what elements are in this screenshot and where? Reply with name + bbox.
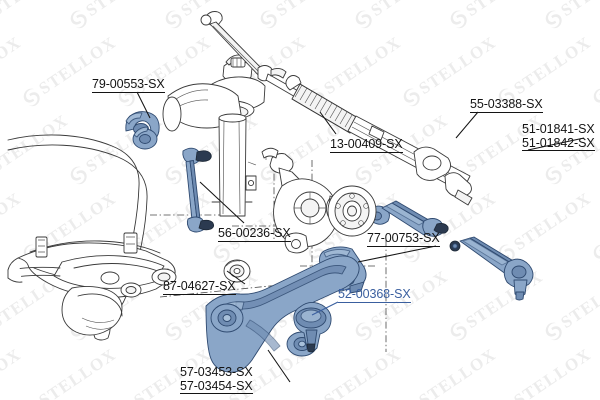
part-label-inner-tie-rod[interactable]: 55-03388-SX (470, 97, 543, 113)
stabilizer-link (182, 147, 215, 233)
part-number-text: 55-03388-SX (470, 97, 543, 111)
part-number-text: 87-04627-SX (163, 279, 236, 293)
steering-knuckle (247, 147, 345, 254)
part-number-text: 79-00553-SX (92, 77, 165, 91)
wheel-hub (325, 185, 377, 237)
part-label-engine-mounting-bracket[interactable]: 77-00753-SX (367, 231, 440, 247)
part-number-text: 56-00236-SX (218, 226, 291, 240)
part-number-text: 57-03453-SX (180, 365, 253, 379)
ball-joint (293, 302, 332, 353)
part-number-text: 77-00753-SX (367, 231, 440, 245)
part-number-text: 57-03454-SX (180, 378, 253, 393)
part-label-ball-joint[interactable]: 52-00368-SX (338, 287, 411, 303)
part-label-steering-rack-bellow[interactable]: 13-00409-SX (330, 137, 403, 153)
part-number-text: 51-01841-SX (522, 122, 595, 136)
stabilizer-bar-bushing-lower (132, 126, 158, 150)
lower-control-arm (205, 255, 360, 373)
part-number-text: 51-01842-SX (522, 135, 595, 150)
part-number-text: 52-00368-SX (338, 287, 411, 301)
front-subframe (7, 232, 177, 336)
control-arm-bushing (223, 259, 251, 283)
part-label-stabilizer-link[interactable]: 56-00236-SX (218, 226, 291, 242)
part-number-text: 13-00409-SX (330, 137, 403, 151)
part-label-control-arm-bushing[interactable]: 87-04627-SX (163, 279, 236, 295)
leader-lines (136, 91, 585, 383)
part-label-stabilizer-bar-bushing[interactable]: 79-00553-SX (92, 77, 165, 93)
